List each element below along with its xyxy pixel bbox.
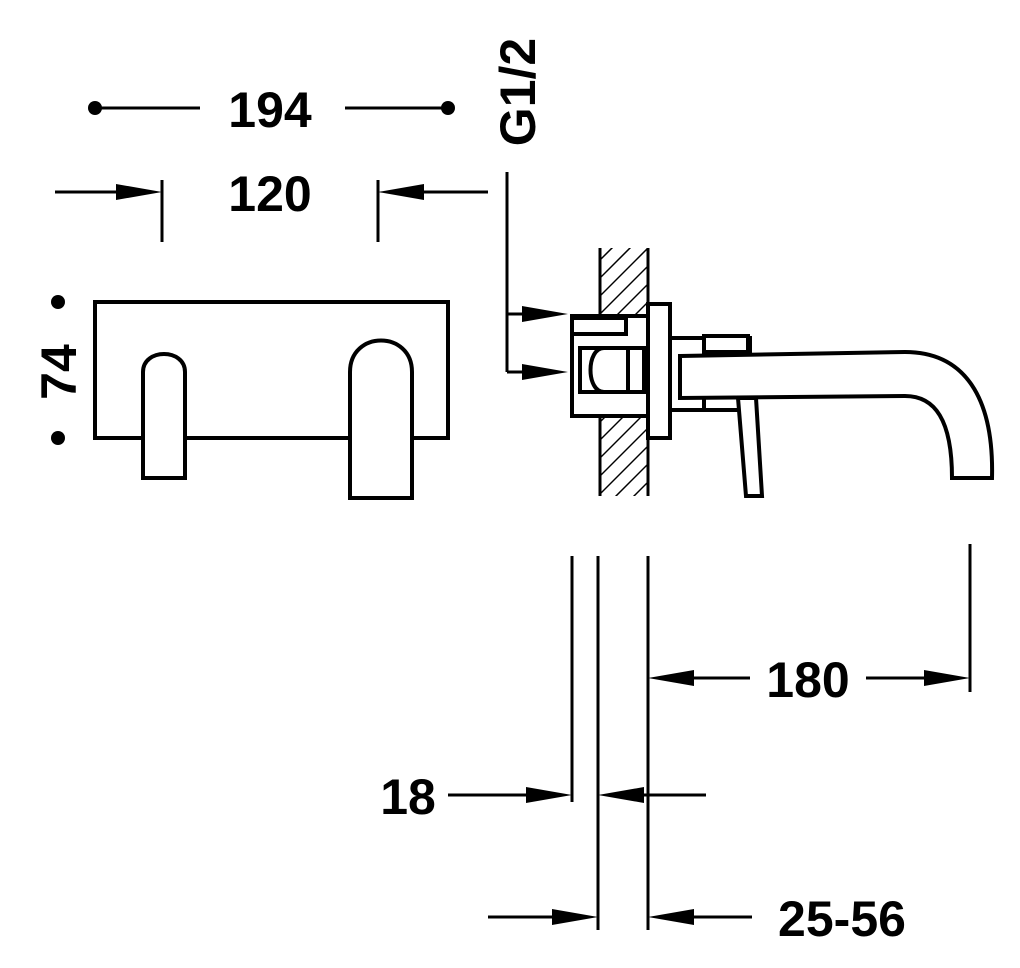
adjust-range-label: 25-56 [778, 891, 906, 947]
spout [678, 349, 995, 480]
arrow-head-25-56-left [552, 909, 598, 925]
wall-cover-label: 18 [380, 769, 436, 825]
mixer-cap [702, 334, 750, 354]
dimension-dot-right [441, 101, 455, 115]
dimension-120: 120 [55, 166, 488, 242]
arrow-head-180-left [648, 670, 694, 686]
left-handle [141, 352, 187, 480]
mixer-lever [735, 396, 765, 498]
front-view: 194 120 74 [31, 82, 488, 500]
thread-label: G1/2 [490, 38, 546, 146]
dimension-180: 180 [648, 652, 970, 708]
dimension-18: 18 [380, 769, 706, 825]
dimension-25-56: 25-56 [488, 891, 906, 947]
width-total-label: 194 [228, 82, 312, 138]
embedded-collar [570, 316, 628, 336]
width-handles-label: 120 [228, 166, 311, 222]
thread-dimension [505, 172, 568, 380]
projection-label: 180 [766, 652, 849, 708]
dimension-74: 74 [31, 295, 87, 445]
bottom-dimensions: 180 18 25-56 [380, 544, 972, 947]
arrow-head-25-56-right [648, 909, 694, 925]
cover-plate-side [646, 302, 672, 440]
arrow-head-left [116, 184, 162, 200]
right-handle [348, 338, 414, 500]
arrow-head-18-left [526, 787, 572, 803]
thread-arrow-head-bottom [522, 364, 568, 380]
side-view: G1/2 [490, 38, 995, 498]
height-label: 74 [31, 344, 87, 400]
dimension-dot-bottom [51, 431, 65, 445]
arrow-head-right [378, 184, 424, 200]
thread-arrow-head-top [522, 306, 568, 322]
dimension-dot-top [51, 295, 65, 309]
in-wall-body [570, 314, 652, 418]
dimension-194: 194 [88, 82, 455, 138]
arrow-head-180-right [924, 670, 970, 686]
arrow-head-18-right [598, 787, 644, 803]
embedded-port [588, 346, 630, 394]
